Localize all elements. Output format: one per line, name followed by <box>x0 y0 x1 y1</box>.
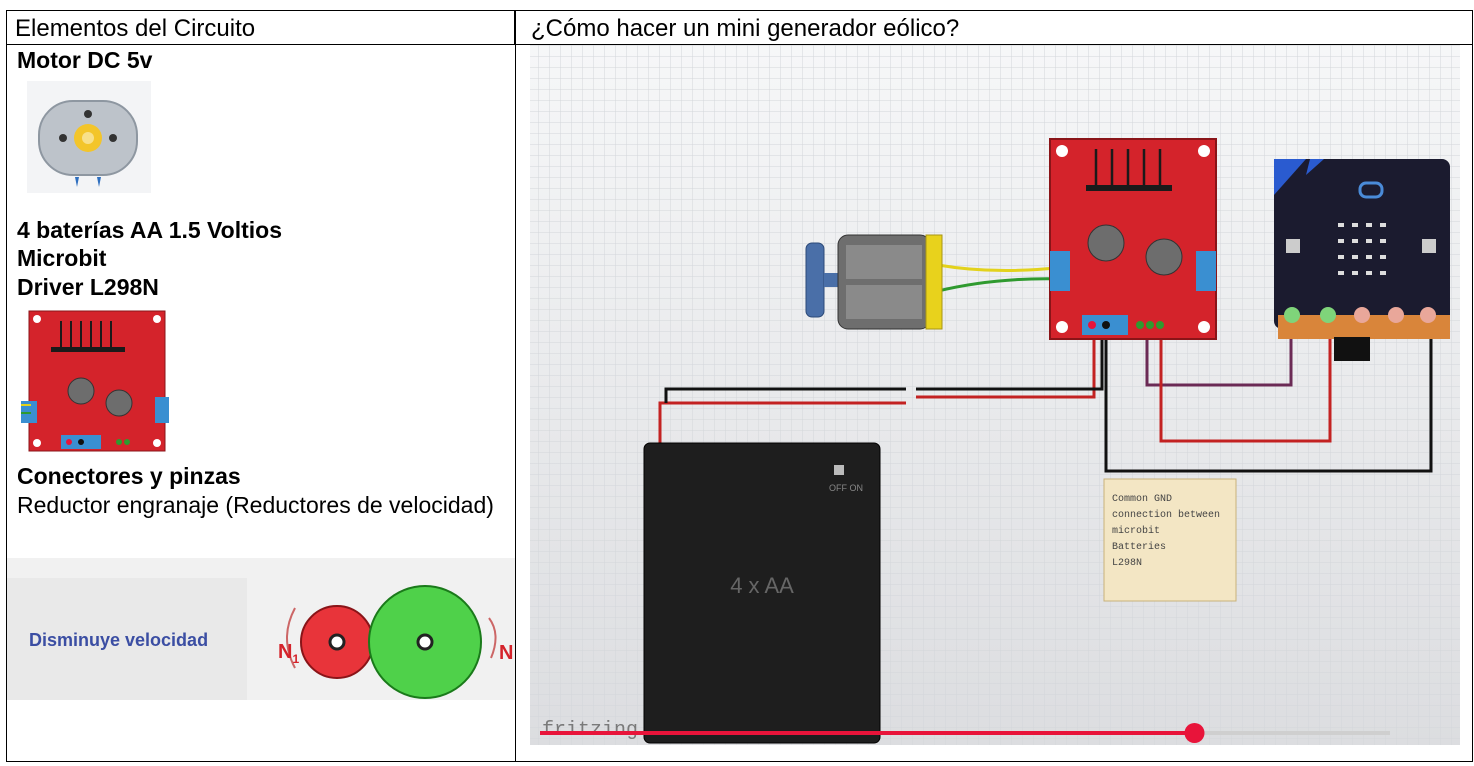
column-divider <box>515 11 516 761</box>
right-column-header: ¿Cómo hacer un mini generador eólico? <box>515 11 1472 45</box>
left-column-header: Elementos del Circuito <box>7 11 515 45</box>
fritzing-watermark: fritzing <box>542 719 638 742</box>
components-column: Motor DC 5v 4 baterías AA 1.5 Voltios Mi… <box>7 45 515 761</box>
gear-reducer-image: Disminuye velocidad N1 N <box>7 558 515 700</box>
progress-fill <box>540 731 1195 735</box>
battery-pack-drawing: OFF ON 4 x AA <box>643 442 881 744</box>
gear-description: Reductor engranaje (Reductores de veloci… <box>17 492 494 518</box>
battery-label: 4 x AA <box>730 573 794 598</box>
connectors-label: Conectores y pinzas <box>17 463 241 489</box>
batteries-label: 4 baterías AA 1.5 Voltios <box>17 217 283 243</box>
l298n-board-drawing <box>1049 138 1217 340</box>
note-text: Common GND connection between microbit B… <box>1112 494 1226 569</box>
document-table: Elementos del Circuito ¿Cómo hacer un mi… <box>6 10 1473 762</box>
n1-subscript: 1 <box>292 652 300 666</box>
motor-drawing <box>805 234 943 330</box>
microbit-label: Microbit <box>17 245 107 271</box>
n1-label: N1 <box>278 641 299 666</box>
motor-label: Motor DC 5v <box>17 47 153 73</box>
dc-motor-image <box>27 81 151 193</box>
n2-label: N <box>499 642 514 664</box>
n1-letter: N <box>278 641 293 663</box>
note-drawing: Common GND connection between microbit B… <box>1103 478 1237 602</box>
battery-switch-text: OFF ON <box>829 483 863 493</box>
gear-caption: Disminuye velocidad <box>29 630 209 650</box>
driver-label: Driver L298N <box>17 274 159 300</box>
progress-knob[interactable] <box>1184 723 1205 743</box>
fritzing-screenshot: OFF ON 4 x AA Common GND connection betw… <box>516 45 1472 761</box>
gears-drawing <box>286 585 497 699</box>
fritzing-canvas: OFF ON 4 x AA Common GND connection betw… <box>530 45 1460 745</box>
wires <box>658 263 1433 475</box>
microbit-drawing <box>1274 159 1450 361</box>
l298n-image <box>21 310 169 452</box>
